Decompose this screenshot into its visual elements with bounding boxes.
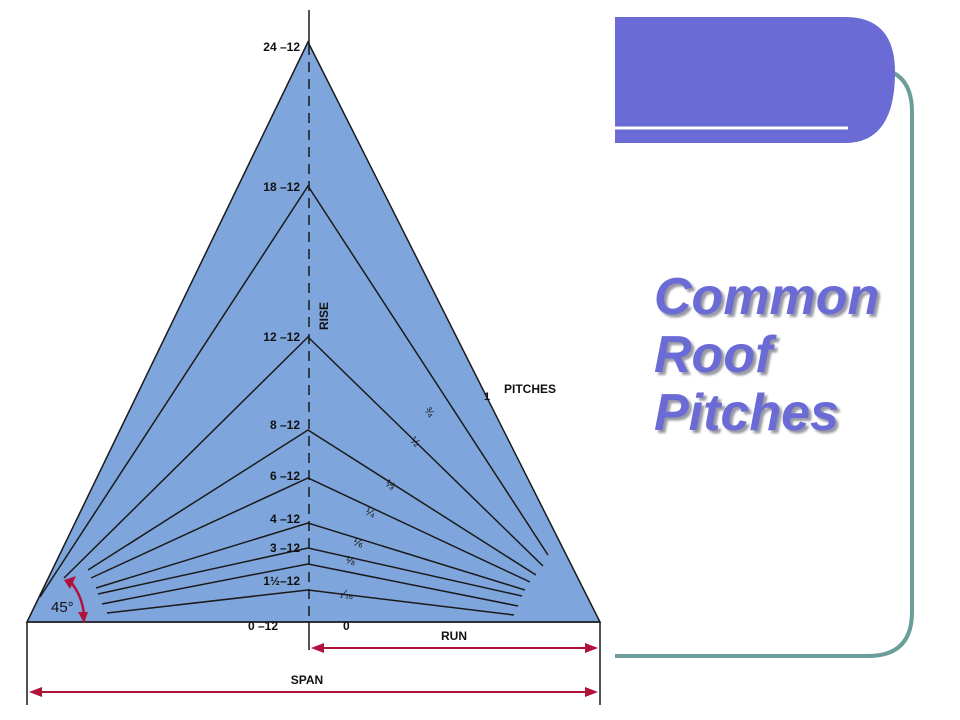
pitch-label-8: 8 –12: [270, 418, 300, 432]
roof-pitch-diagram: 24 –12 18 –12 12 –12 8 –12 6 –12 4 –12 3…: [25, 10, 602, 705]
pitch-line-0-5: [106, 589, 515, 616]
pitch-label-3: 3 –12: [270, 541, 300, 555]
run-arrow-right: [585, 643, 598, 653]
pitch-line-12: [63, 335, 544, 579]
angle-arrow-bottom: [78, 612, 88, 623]
title-line-3: Pitches: [654, 384, 839, 442]
title-line-1: Common: [654, 268, 880, 326]
span-arrow-right: [585, 687, 598, 697]
rise-label: RISE: [317, 302, 331, 330]
pitch-label-1-5: 1½–12: [263, 574, 300, 588]
run-arrow-left: [311, 643, 324, 653]
accent-box: [615, 17, 895, 143]
pitch-label-18: 18 –12: [263, 180, 300, 194]
angle-arrow-top: [64, 576, 76, 589]
pitch-line-3: [97, 547, 523, 597]
pitch-label-4: 4 –12: [270, 512, 300, 526]
span-label: SPAN: [291, 673, 323, 687]
pitch-lines: [39, 184, 549, 616]
pitch-line-6: [90, 477, 531, 583]
run-zero-label: 0: [343, 619, 350, 633]
pitch-line-1-5: [101, 563, 519, 607]
pitch-label-0: 0 –12: [248, 619, 278, 633]
run-label: RUN: [441, 629, 467, 643]
slide-title: Common Roof Pitches: [654, 268, 934, 442]
span-dimension: SPAN: [29, 673, 598, 697]
pitch-fraction-1-16: ₁⁄₁₆: [339, 587, 354, 601]
pitch-line-8: [87, 429, 537, 576]
pitch-line-4: [95, 522, 526, 591]
pitch-fraction-1-6: ⅙: [351, 536, 365, 551]
title-line-2: Roof: [654, 326, 773, 384]
pitch-label-24: 24 –12: [263, 40, 300, 54]
run-dimension: RUN: [311, 629, 598, 653]
span-arrow-left: [29, 687, 42, 697]
pitch-fraction-1-8: ⅛: [344, 554, 357, 568]
pitch-label-6: 6 –12: [270, 469, 300, 483]
pitch-labels: 24 –12 18 –12 12 –12 8 –12 6 –12 4 –12 3…: [248, 40, 300, 633]
pitch-line-18: [39, 184, 549, 598]
pitches-label: PITCHES: [504, 382, 556, 396]
pitch-label-12: 12 –12: [263, 330, 300, 344]
pitch-fraction-1: 1: [484, 391, 490, 403]
angle-label: 45°: [51, 599, 74, 616]
